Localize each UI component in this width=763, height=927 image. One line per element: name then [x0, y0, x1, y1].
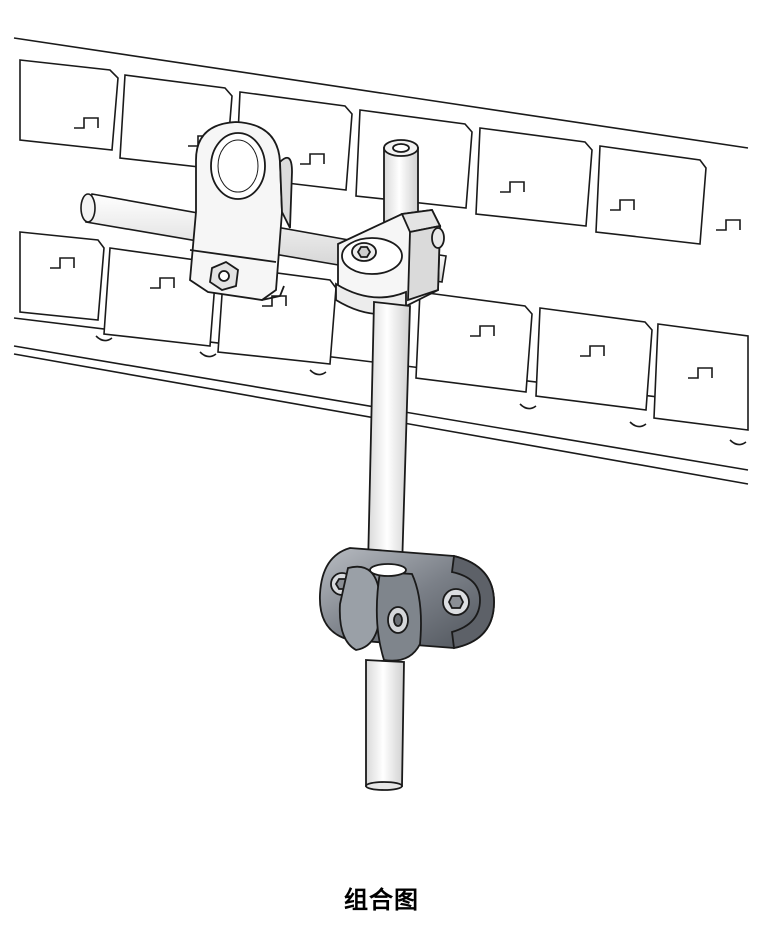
- plate-row-back: [19, 59, 707, 245]
- cross-clamp: [335, 139, 445, 316]
- plate-row-front: [19, 231, 749, 431]
- eye-bracket-side: [279, 156, 293, 229]
- bolt-icon: [442, 588, 470, 616]
- lower-rod: [365, 659, 405, 787]
- eye-clamp-bracket: [189, 121, 293, 301]
- vertical-rod: [365, 300, 411, 791]
- chain-conveyor: [13, 37, 749, 485]
- cap-screw-icon: [351, 242, 377, 262]
- top-stub-rod: [383, 147, 419, 223]
- swivel-joint: [319, 547, 495, 662]
- hinge-pin-icon: [387, 606, 409, 634]
- conveyor-top-rail: [13, 37, 749, 149]
- figure-caption: 组合图: [344, 886, 419, 914]
- plate-link-notches-front: [50, 257, 713, 379]
- hex-nut-icon: [209, 260, 239, 291]
- eye-hole: [210, 132, 266, 200]
- chain-hinge-knuckles: [95, 335, 747, 446]
